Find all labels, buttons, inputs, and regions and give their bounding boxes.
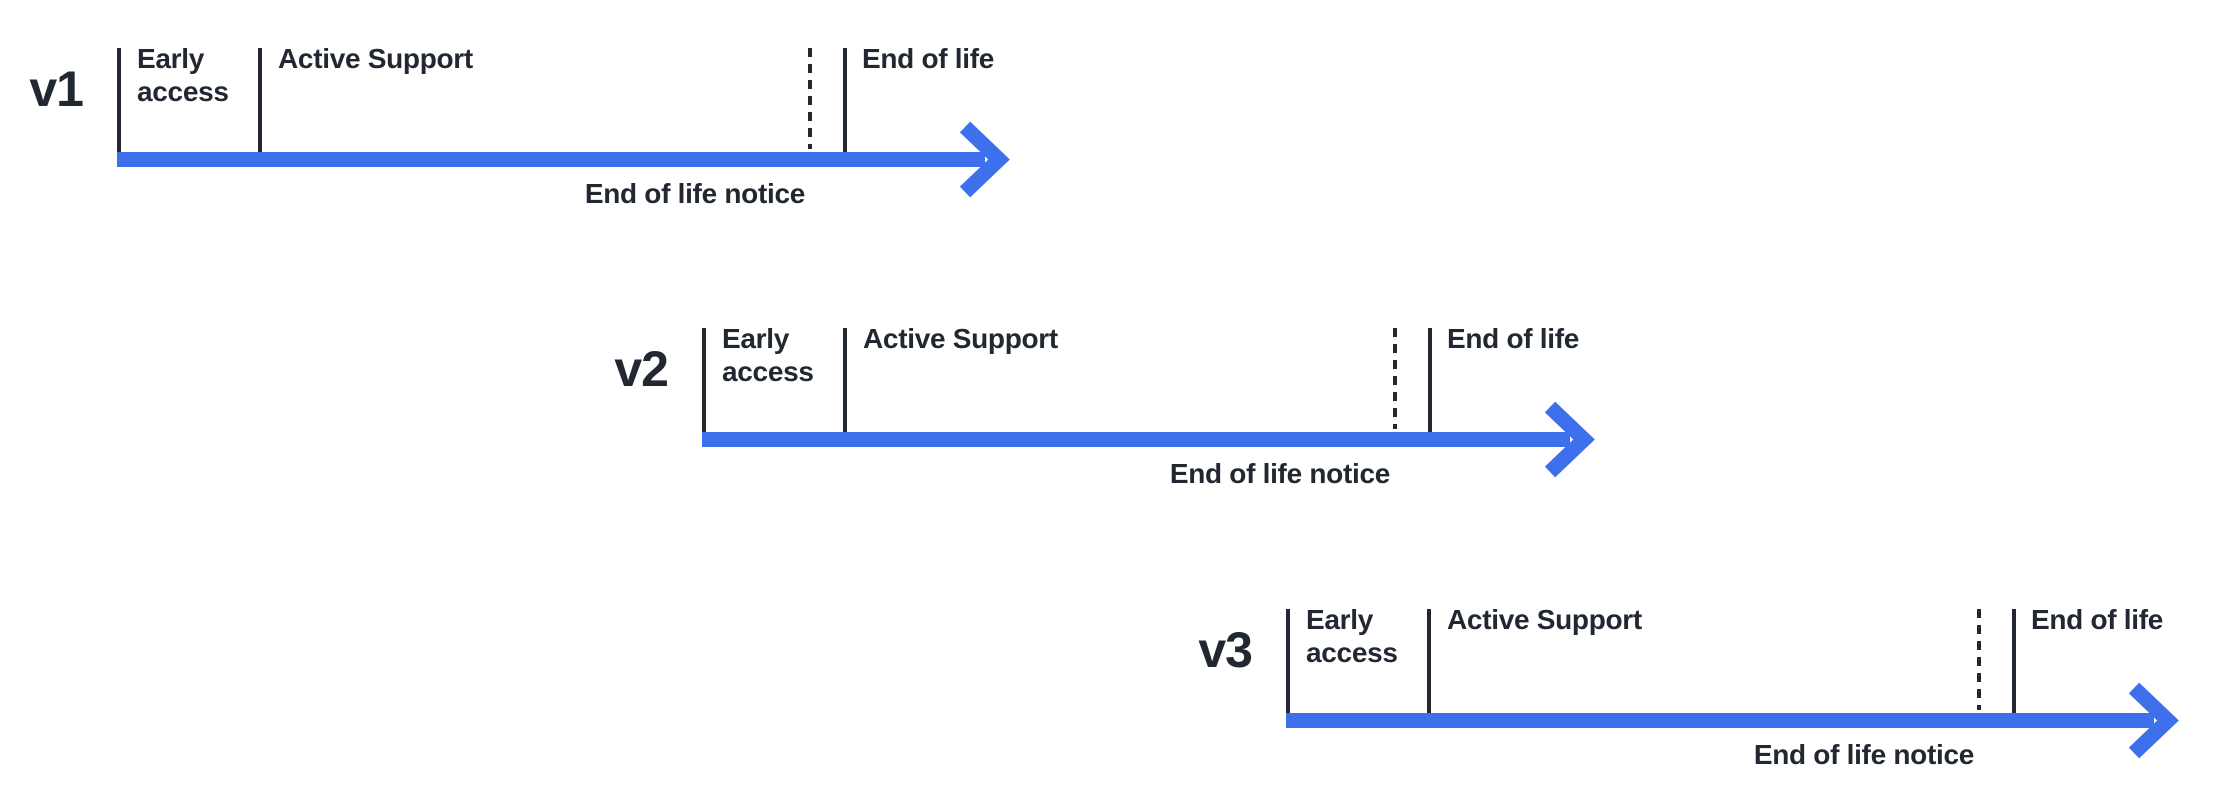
end-of-life-notice-label: End of life notice [584,178,805,209]
active-support-label: Active Support [278,43,473,74]
end-of-life-notice-dashed-line [1977,609,1981,710]
early-access-start-tick [117,48,121,152]
early-access-label: Early access [137,43,229,107]
active-support-label: Active Support [863,323,1058,354]
end-of-life-tick [843,48,847,152]
early-access-start-tick [702,328,706,432]
timeline-v3: v3 Early access Active Support End of li… [1189,589,2228,779]
end-of-life-notice-label: End of life notice [1753,739,1974,770]
end-of-life-label: End of life [862,43,995,74]
end-of-life-tick [2012,609,2016,713]
active-support-label: Active Support [1447,604,1642,635]
timeline-arrow [117,121,1010,198]
early-access-label: Early access [1306,604,1398,668]
end-of-life-label: End of life [1447,323,1580,354]
timeline-v1: v1 Early access Active Support End of li… [20,28,1080,218]
active-support-start-tick [1427,609,1431,713]
end-of-life-notice-dashed-line [1393,328,1397,429]
active-support-start-tick [258,48,262,152]
early-access-start-tick [1286,609,1290,713]
end-of-life-notice-label: End of life notice [1169,458,1390,489]
end-of-life-tick [1428,328,1432,432]
active-support-start-tick [843,328,847,432]
early-access-label: Early access [722,323,814,387]
end-of-life-label: End of life [2031,604,2164,635]
version-label-v3: v3 [1198,622,1253,678]
timeline-arrow [702,401,1595,478]
end-of-life-notice-dashed-line [808,48,812,149]
timeline-v2: v2 Early access Active Support End of li… [605,308,1665,498]
version-label-v2: v2 [614,341,669,397]
timeline-arrow [1286,682,2179,759]
version-label-v1: v1 [29,61,84,117]
